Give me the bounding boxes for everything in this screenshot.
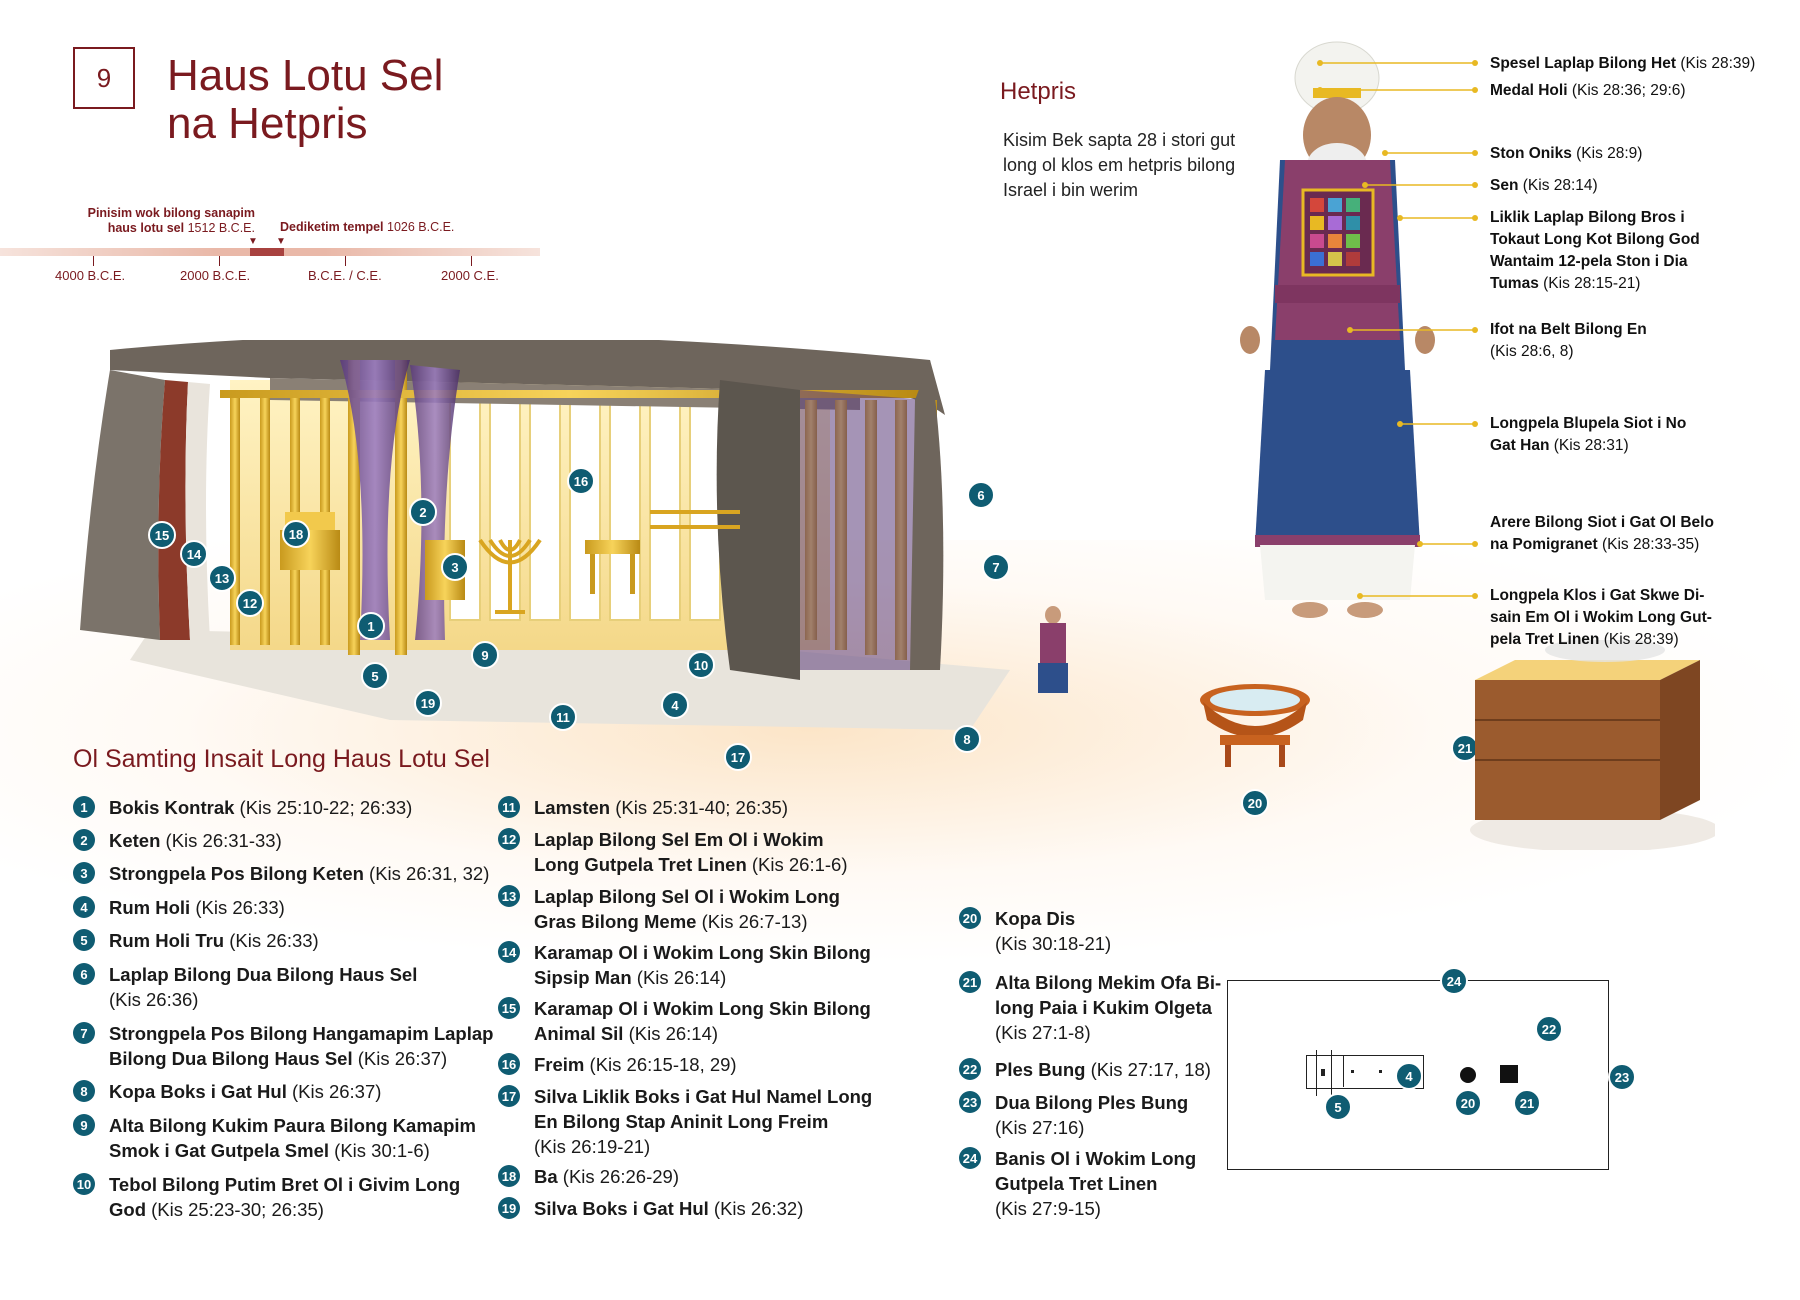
marker-22: 22 (1535, 1015, 1563, 1043)
timeline-event1-bold: haus lotu sel (107, 221, 185, 235)
timeline-event1-line1: Pinisim wok bilong sanapim (87, 206, 255, 220)
timeline-event2-year: 1026 B.C.E. (387, 220, 455, 234)
timeline-arrow-1: ▼ (248, 236, 258, 247)
title-line-2: na Hetpris (167, 99, 368, 148)
title-line-1: Haus Lotu Sel (167, 51, 444, 100)
courtyard-plan-diagram: 4 5 20 21 22 24 23 (1227, 967, 1636, 1170)
plan-tabernacle-outline (1306, 1050, 1424, 1096)
timeline-tick: 2000 B.C.E. (180, 268, 251, 283)
tabernacle-illustration (80, 340, 1068, 730)
timeline-tick: 4000 B.C.E. (55, 268, 126, 283)
marker-8: 8 (953, 725, 981, 753)
timeline-event2-bold: Dediketim tempel (280, 220, 384, 234)
marker-2: 2 (409, 498, 437, 526)
callout-chain: Sen (Kis 28:14) (1490, 177, 1598, 194)
callout-turban: Spesel Laplap Bilong Het (Kis 28:39) (1490, 55, 1756, 72)
callout-bells: Arere Bilong Siot i Gat Ol Belo na Pomig… (1490, 514, 1714, 553)
marker-14: 14 (180, 540, 208, 568)
marker-1: 1 (357, 612, 385, 640)
marker-4: 4 (1395, 1062, 1423, 1090)
high-priest-heading: Hetpris (1000, 78, 1077, 105)
marker-7: 7 (982, 553, 1010, 581)
timeline-event1-year: 1512 B.C.E. (187, 221, 255, 235)
marker-16: 16 (567, 467, 595, 495)
timeline-arrow-2: ▼ (276, 236, 286, 247)
chapter-number: 9 (73, 47, 135, 109)
marker-19: 19 (414, 689, 442, 717)
callout-holy-medal: Medal Holi (Kis 28:36; 29:6) (1490, 82, 1686, 99)
marker-11: 11 (549, 703, 577, 731)
marker-17: 17 (724, 743, 752, 771)
callout-onyx-stone: Ston Oniks (Kis 28:9) (1490, 145, 1643, 162)
high-priest-illustration (1240, 41, 1435, 618)
marker-20: 20 (1241, 789, 1269, 817)
callout-lines (1317, 60, 1478, 599)
marker-21: 21 (1513, 1089, 1541, 1117)
page-title: Haus Lotu Sel na Hetpris (167, 52, 443, 148)
marker-15: 15 (148, 521, 176, 549)
callout-blue-robe: Longpela Blupela Siot i No Gat Han (Kis … (1490, 415, 1687, 454)
high-priest-description: Kisim Bek sapta 28 i stori gut long ol k… (1003, 130, 1236, 200)
callout-breastpiece: Liklik Laplap Bilong Bros i Tokaut Long … (1490, 209, 1700, 292)
marker-10: 10 (687, 651, 715, 679)
marker-4: 4 (661, 691, 689, 719)
marker-9: 9 (471, 641, 499, 669)
marker-5: 5 (361, 662, 389, 690)
timeline-highlight (250, 248, 284, 256)
marker-18: 18 (282, 520, 310, 548)
marker-24: 24 (1440, 967, 1468, 995)
plan-basin (1460, 1067, 1476, 1083)
copper-basin-illustration (1200, 684, 1310, 767)
marker-5: 5 (1324, 1093, 1352, 1121)
altar-illustration (1470, 640, 1715, 850)
marker-6: 6 (967, 481, 995, 509)
timeline: Pinisim wok bilong sanapim haus lotu sel… (0, 200, 540, 290)
timeline-tick: B.C.E. / C.E. (308, 268, 382, 283)
section-title: Ol Samting Insait Long Haus Lotu Sel (73, 745, 490, 773)
plan-altar (1500, 1065, 1518, 1083)
marker-13: 13 (208, 564, 236, 592)
timeline-tick: 2000 C.E. (441, 268, 499, 283)
marker-20: 20 (1454, 1089, 1482, 1117)
callout-linen-robe: Longpela Klos i Gat Skwe Di- sain Em Ol … (1490, 587, 1712, 648)
marker-12: 12 (236, 589, 264, 617)
marker-3: 3 (441, 553, 469, 581)
marker-23: 23 (1608, 1063, 1636, 1091)
callout-ephod: Ifot na Belt Bilong En (Kis 28:6, 8) (1490, 321, 1647, 360)
